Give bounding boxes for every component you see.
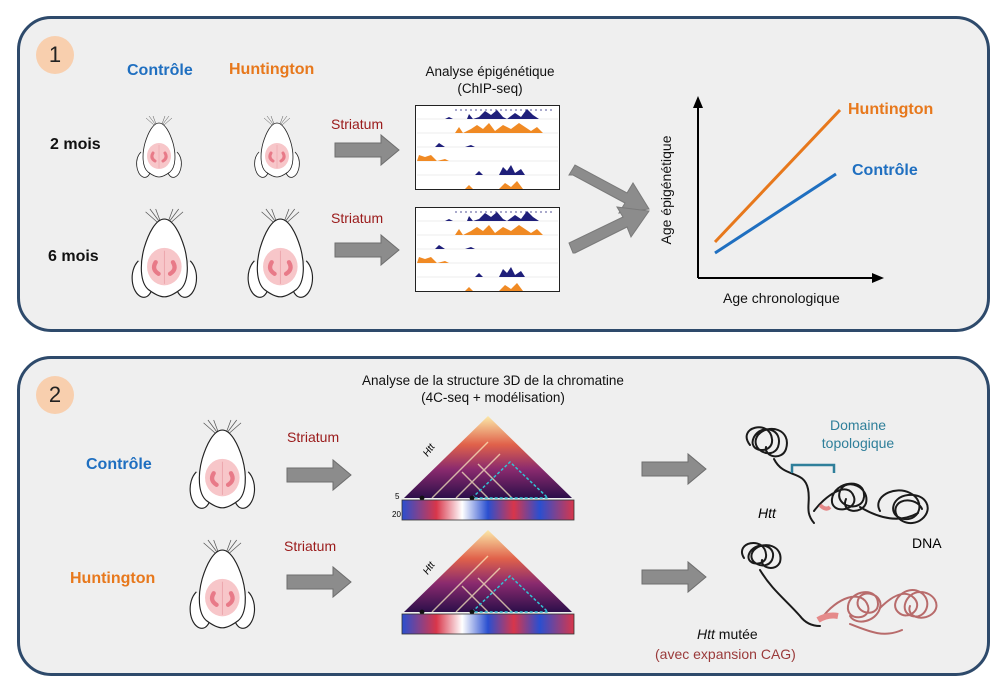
row-label-2-months: 2 mois xyxy=(50,136,101,153)
arrow-to-chipseq-6m xyxy=(334,234,400,266)
contact-map-huntington xyxy=(401,529,575,635)
arrow-to-map-huntington xyxy=(286,566,352,598)
epigenetic-analysis-title: Analyse épigénétique (ChIP-seq) xyxy=(400,63,580,97)
x-axis-arrowhead xyxy=(872,273,884,283)
analysis-subtitle-line: (ChIP-seq) xyxy=(457,81,523,96)
epigenetic-age-graph xyxy=(693,96,884,283)
domain-label-line-1: Domaine xyxy=(829,417,887,433)
striatum-label-6m: Striatum xyxy=(331,210,384,226)
htt-mutant-label: Htt mutée xyxy=(697,626,758,642)
striatum-label-control: Striatum xyxy=(287,429,340,445)
mouse-small-huntington-2m xyxy=(253,114,301,179)
chromatin-title-line: Analyse de la structure 3D de la chromat… xyxy=(362,373,624,388)
dna-label: DNA xyxy=(912,535,942,551)
column-label-huntington: Huntington xyxy=(229,61,315,78)
row-label-6-months: 6 mois xyxy=(48,248,99,265)
contact-map-control xyxy=(401,415,575,521)
panel-1-badge: 1 xyxy=(36,36,74,74)
topological-domain-label: Domaine topologique xyxy=(808,416,908,452)
domain-label-line-2: topologique xyxy=(821,435,895,451)
striatum-label-2m: Striatum xyxy=(331,116,384,132)
chromatin-model-control xyxy=(745,426,929,525)
track-tick-bottom: 20 xyxy=(392,510,401,519)
arrow-to-chipseq-2m xyxy=(334,134,400,166)
arrow-to-model-huntington xyxy=(641,561,707,593)
topological-domain-bracket xyxy=(790,463,836,473)
chipseq-tracks-6m xyxy=(415,207,560,292)
y-axis-arrowhead xyxy=(693,96,703,108)
arrow-to-map-control xyxy=(286,459,352,491)
chromatin-model-huntington xyxy=(741,541,938,635)
mouse-large-control-6m xyxy=(124,209,206,301)
graph-legend-huntington: Huntington xyxy=(848,101,934,118)
converging-arrows xyxy=(568,164,650,254)
mouse-huntington-panel2 xyxy=(182,540,264,632)
graph-legend-control: Contrôle xyxy=(852,162,918,179)
cag-expansion-label: (avec expansion CAG) xyxy=(655,646,796,662)
mouse-small-control-2m xyxy=(135,114,183,179)
chipseq-tracks-2m xyxy=(415,105,560,190)
column-label-control: Contrôle xyxy=(127,62,193,79)
line-control xyxy=(714,172,837,255)
graph-x-label: Age chronologique xyxy=(723,290,840,306)
striatum-label-huntington: Striatum xyxy=(284,538,337,554)
row-label-control: Contrôle xyxy=(86,456,152,473)
row-label-huntington: Huntington xyxy=(70,570,156,587)
htt-mutant-gene-name: Htt xyxy=(697,626,715,642)
track-tick-top: 5 xyxy=(395,492,400,501)
htt-mutant-suffix: mutée xyxy=(714,626,758,642)
mouse-large-huntington-6m xyxy=(240,209,322,301)
chromatin-subtitle-line: (4C-seq + modélisation) xyxy=(421,390,565,405)
panel-2-badge: 2 xyxy=(36,376,74,414)
arrow-to-model-control xyxy=(641,453,707,485)
graph-y-label: Age épigénétique xyxy=(658,135,674,245)
line-huntington xyxy=(713,108,842,244)
chromatin-analysis-title: Analyse de la structure 3D de la chromat… xyxy=(318,372,668,406)
mouse-control-panel2 xyxy=(182,420,264,512)
analysis-title-line: Analyse épigénétique xyxy=(425,64,555,79)
htt-gene-label: Htt xyxy=(758,505,776,521)
